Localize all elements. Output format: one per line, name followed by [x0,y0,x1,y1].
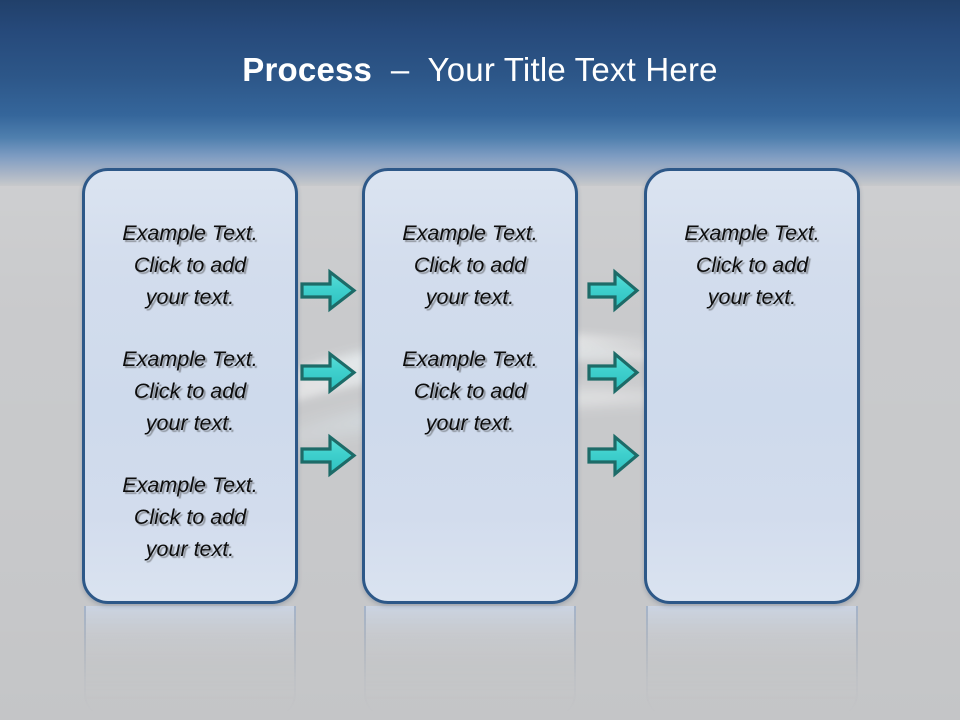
process-box-3-content: Example Text. Click to add your text. [661,217,843,313]
reflection-box-2 [364,606,576,718]
text-block[interactable]: Example Text. Click to add your text. [122,473,258,561]
text-block[interactable]: Example Text. Click to add your text. [122,221,258,309]
process-box-2-content: Example Text. Click to add your text. Ex… [379,217,561,439]
slide-title-strong: Process [242,51,373,88]
arrow-right-icon[interactable] [299,433,357,478]
arrow-right-icon[interactable] [586,433,640,478]
slide-title: Process – Your Title Text Here [0,50,960,90]
process-box-1[interactable]: Example Text. Click to add your text. Ex… [82,168,298,604]
background-sky-gradient [0,0,960,186]
arrow-right-icon[interactable] [586,350,640,395]
text-block[interactable]: Example Text. Click to add your text. [684,221,820,309]
reflection-box-1 [84,606,296,718]
text-block[interactable]: Example Text. Click to add your text. [122,347,258,435]
process-box-2[interactable]: Example Text. Click to add your text. Ex… [362,168,578,604]
text-block[interactable]: Example Text. Click to add your text. [402,347,538,435]
slide-title-rest: – Your Title Text Here [372,51,718,88]
arrow-right-icon[interactable] [299,350,357,395]
arrow-right-icon[interactable] [586,268,640,313]
process-box-1-content: Example Text. Click to add your text. Ex… [99,217,281,565]
reflection-box-3 [646,606,858,718]
arrow-right-icon[interactable] [299,268,357,313]
text-block[interactable]: Example Text. Click to add your text. [402,221,538,309]
process-box-3[interactable]: Example Text. Click to add your text. [644,168,860,604]
